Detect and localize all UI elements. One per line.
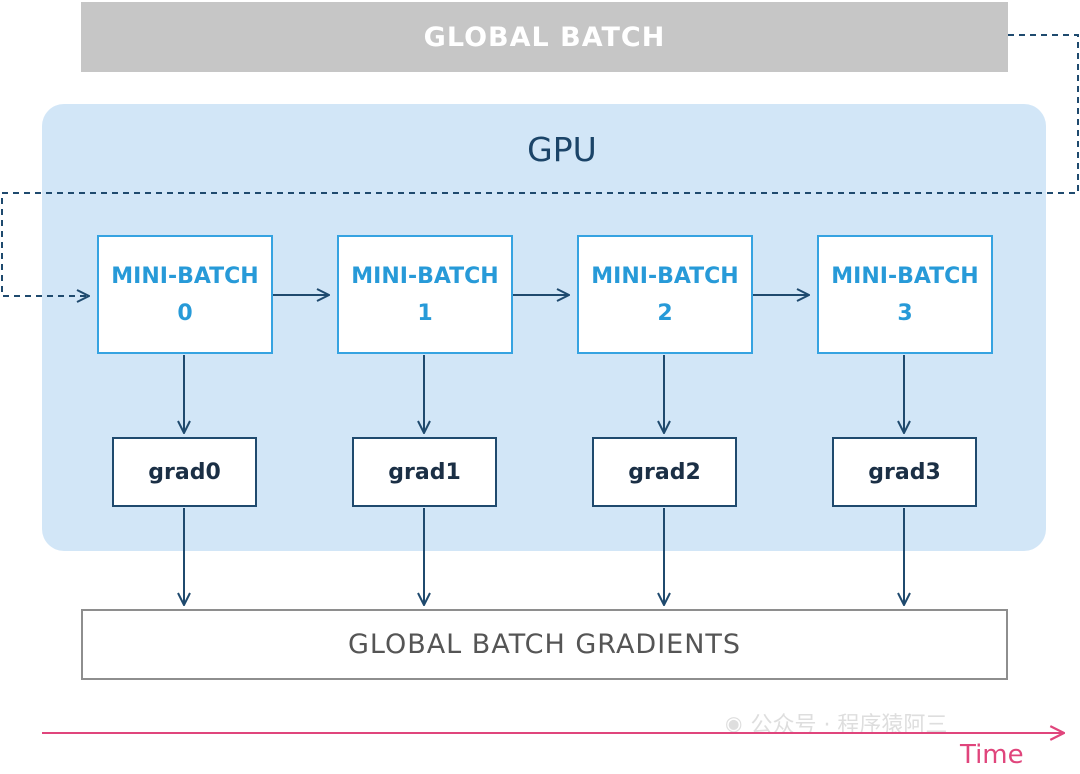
time-axis-label: Time: [960, 740, 1024, 770]
mini-batch-3: MINI-BATCH 3: [817, 235, 993, 354]
mini-batch-0: MINI-BATCH 0: [97, 235, 273, 354]
grad-label: grad1: [388, 459, 461, 485]
grad-box-3: grad3: [832, 437, 977, 507]
mini-batch-1: MINI-BATCH 1: [337, 235, 513, 354]
mini-batch-label: MINI-BATCH: [111, 263, 259, 289]
global-batch-label: GLOBAL BATCH: [423, 21, 666, 53]
global-batch-gradients-bar: GLOBAL BATCH GRADIENTS: [81, 609, 1008, 680]
grad-label: grad2: [628, 459, 701, 485]
gpu-title: GPU: [527, 129, 597, 169]
global-batch-gradients-label: GLOBAL BATCH GRADIENTS: [347, 629, 742, 660]
mini-batch-index: 2: [657, 300, 673, 326]
wechat-icon: ◉: [725, 711, 743, 735]
global-batch-bar: GLOBAL BATCH: [81, 2, 1008, 72]
mini-batch-label: MINI-BATCH: [831, 263, 979, 289]
dashed-feed-arrow: [1, 34, 1079, 296]
mini-batch-label: MINI-BATCH: [591, 263, 739, 289]
grad-box-1: grad1: [352, 437, 497, 507]
grad-box-0: grad0: [112, 437, 257, 507]
mini-batch-index: 3: [897, 300, 913, 326]
mini-batch-label: MINI-BATCH: [351, 263, 499, 289]
grad-label: grad3: [868, 459, 941, 485]
grad-label: grad0: [148, 459, 221, 485]
mini-batch-index: 1: [417, 300, 433, 326]
grad-box-2: grad2: [592, 437, 737, 507]
mini-batch-2: MINI-BATCH 2: [577, 235, 753, 354]
mini-batch-index: 0: [177, 300, 193, 326]
